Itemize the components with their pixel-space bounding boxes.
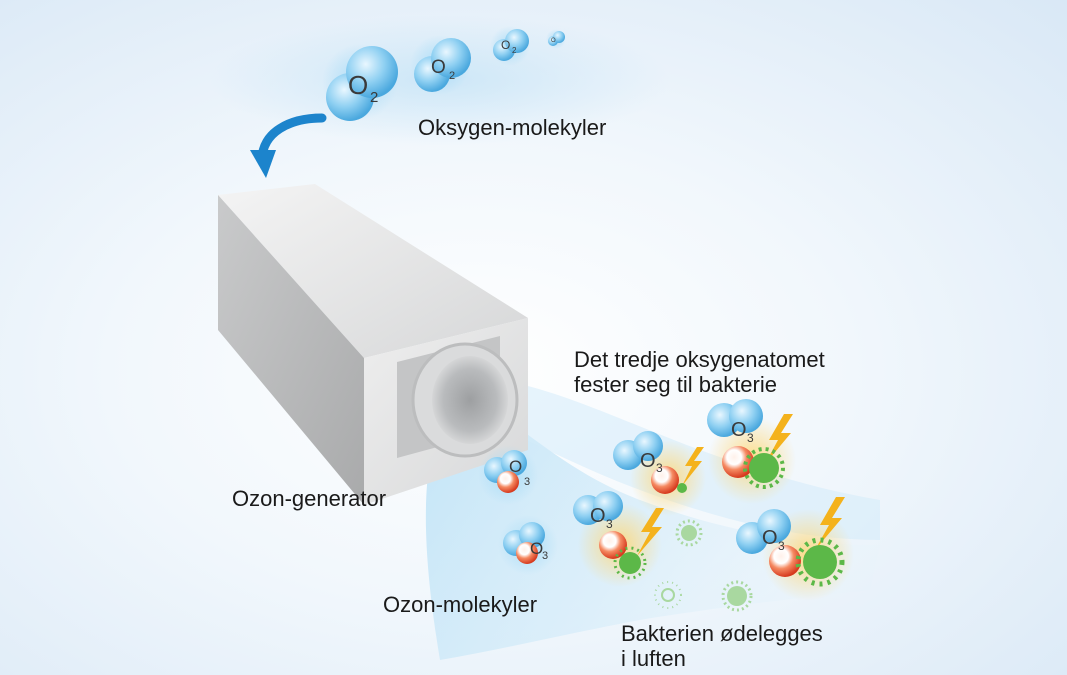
oxygen-molecules-label: Oksygen-molekyler bbox=[418, 115, 607, 140]
ozone-generator-label: Ozon-generator bbox=[232, 486, 387, 511]
svg-text:3: 3 bbox=[656, 461, 663, 475]
bacteria-destroyed-line-2: i luften bbox=[621, 646, 686, 671]
svg-text:O: O bbox=[731, 419, 747, 441]
ozone-molecules-label: Ozon-molekyler bbox=[383, 592, 538, 617]
svg-text:3: 3 bbox=[606, 517, 613, 531]
svg-text:O: O bbox=[501, 38, 510, 52]
destroyed-bacterium-icon bbox=[654, 581, 682, 609]
generator-top-face bbox=[218, 184, 528, 358]
svg-text:3: 3 bbox=[542, 550, 548, 562]
ozone-molecule: O 3 bbox=[478, 445, 538, 505]
bacterium-icon bbox=[677, 483, 687, 493]
svg-text:O: O bbox=[762, 527, 778, 549]
bacteria-destroyed-line-1: Bakterien ødelegges bbox=[621, 621, 823, 646]
svg-text:3: 3 bbox=[778, 539, 785, 553]
svg-text:O: O bbox=[431, 57, 446, 78]
third-atom-line-2: fester seg til bakterie bbox=[574, 372, 777, 397]
third-atom-line-1: Det tredje oksygenatomet bbox=[574, 347, 825, 372]
svg-text:3: 3 bbox=[524, 476, 530, 488]
ozone-attacking-bacterium: O 3 bbox=[736, 497, 854, 601]
svg-text:O: O bbox=[509, 457, 522, 476]
bacterium-icon bbox=[743, 447, 785, 489]
destroyed-bacterium-icon bbox=[675, 519, 703, 547]
oxygen-molecule: O 2 bbox=[490, 26, 530, 66]
lightning-icon bbox=[815, 497, 845, 550]
ozone-attacking-bacterium: O 3 bbox=[613, 431, 706, 516]
svg-text:2: 2 bbox=[370, 89, 378, 106]
svg-text:O: O bbox=[530, 539, 543, 558]
svg-text:2: 2 bbox=[512, 46, 517, 55]
flow-arrow-icon bbox=[250, 113, 327, 178]
ozone-molecule: O 3 bbox=[498, 515, 558, 575]
bacteria-destroyed-label: Bakterien ødelegges i luften bbox=[621, 621, 823, 671]
lightning-icon bbox=[637, 508, 664, 556]
oxygen-molecule: O bbox=[546, 29, 566, 49]
oxygen-molecule: O 2 bbox=[410, 35, 471, 95]
oxygen-molecule: O 2 bbox=[322, 44, 398, 121]
destroyed-bacterium-icon bbox=[721, 580, 753, 612]
ozone-attacking-bacterium: O 3 bbox=[573, 491, 664, 587]
ozone-attacking-bacterium: O 3 bbox=[707, 399, 796, 504]
svg-text:O: O bbox=[640, 450, 656, 472]
lightning-icon bbox=[765, 414, 793, 464]
bacterium-icon bbox=[613, 546, 647, 580]
svg-text:3: 3 bbox=[747, 431, 754, 445]
bacterium-icon bbox=[795, 537, 845, 587]
generator-nozzle-inner bbox=[432, 356, 508, 444]
generator-side-face bbox=[218, 195, 364, 505]
lightning-icon bbox=[682, 447, 704, 486]
svg-text:O: O bbox=[551, 38, 556, 44]
svg-text:O: O bbox=[590, 505, 606, 527]
third-atom-attaches-label: Det tredje oksygenatomet fester seg til … bbox=[574, 347, 825, 397]
svg-text:2: 2 bbox=[449, 70, 455, 82]
svg-text:O: O bbox=[348, 70, 368, 100]
ozone-generator bbox=[218, 184, 528, 505]
